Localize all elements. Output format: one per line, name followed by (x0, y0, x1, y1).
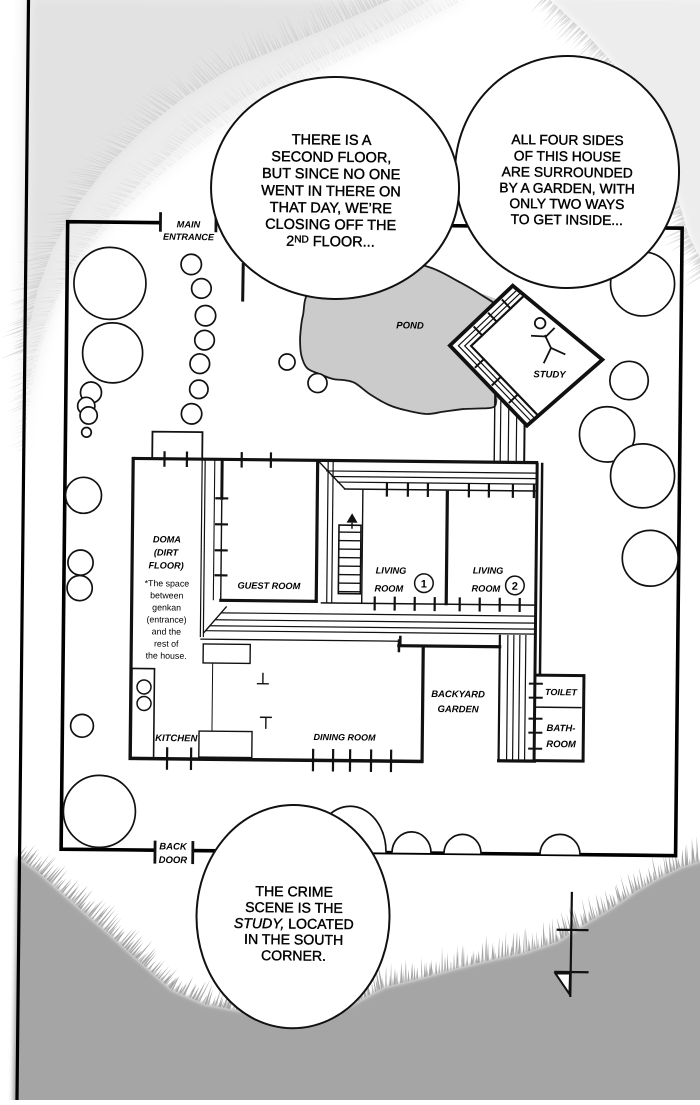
svg-text:LIVING: LIVING (376, 565, 407, 575)
svg-text:BUT SINCE NO ONE: BUT SINCE NO ONE (262, 166, 401, 183)
svg-text:CLOSING OFF THE: CLOSING OFF THE (265, 217, 397, 234)
svg-text:the house.: the house. (146, 650, 187, 660)
svg-text:(DIRT: (DIRT (154, 547, 180, 557)
svg-text:ROOM: ROOM (472, 583, 501, 593)
svg-text:DOOR: DOOR (159, 855, 188, 866)
svg-text:1: 1 (421, 578, 427, 590)
svg-text:WENT IN THERE ON: WENT IN THERE ON (261, 183, 401, 200)
svg-text:(entrance): (entrance) (146, 614, 186, 624)
svg-text:SCENE IS THE: SCENE IS THE (245, 899, 343, 916)
svg-text:and the: and the (152, 626, 182, 636)
svg-text:ROOM: ROOM (546, 739, 577, 750)
svg-text:2: 2 (512, 581, 518, 593)
svg-text:KITCHEN: KITCHEN (155, 733, 198, 744)
svg-text:CORNER.: CORNER. (261, 947, 326, 964)
svg-text:TOILET: TOILET (545, 687, 578, 697)
svg-text:ALL FOUR SIDES: ALL FOUR SIDES (511, 132, 623, 148)
svg-text:THE CRIME: THE CRIME (255, 883, 333, 900)
svg-text:STUDY, LOCATED: STUDY, LOCATED (234, 915, 354, 932)
svg-text:ARE SURROUNDED: ARE SURROUNDED (502, 164, 633, 180)
svg-text:MAIN: MAIN (177, 219, 201, 229)
svg-text:genkan: genkan (152, 602, 181, 612)
svg-text:rest of: rest of (154, 639, 179, 649)
svg-text:BY A GARDEN, WITH: BY A GARDEN, WITH (499, 180, 635, 196)
svg-text:OF THIS HOUSE: OF THIS HOUSE (514, 148, 621, 164)
svg-text:IN THE SOUTH: IN THE SOUTH (244, 931, 343, 948)
svg-text:THAT DAY, WE’RE: THAT DAY, WE’RE (270, 200, 393, 217)
svg-text:GUEST ROOM: GUEST ROOM (237, 581, 300, 592)
svg-text:LIVING: LIVING (473, 565, 504, 575)
svg-text:BATH-: BATH- (547, 723, 576, 734)
svg-text:ENTRANCE: ENTRANCE (163, 232, 215, 243)
svg-text:ONLY TWO WAYS: ONLY TWO WAYS (509, 196, 624, 212)
svg-text:POND: POND (396, 320, 424, 331)
svg-text:TO GET INSIDE...: TO GET INSIDE... (511, 212, 623, 228)
svg-text:DOMA: DOMA (153, 534, 181, 544)
svg-text:BACK: BACK (159, 841, 188, 852)
svg-text:STUDY: STUDY (533, 369, 567, 380)
svg-text:THERE IS A: THERE IS A (292, 132, 372, 149)
svg-text:ROOM: ROOM (375, 583, 404, 593)
svg-text:DINING ROOM: DINING ROOM (313, 732, 376, 743)
svg-text:between: between (150, 590, 183, 600)
svg-text:FLOOR): FLOOR) (148, 560, 183, 570)
svg-text:GARDEN: GARDEN (437, 704, 479, 715)
svg-text:BACKYARD: BACKYARD (431, 689, 485, 701)
svg-text:*The space: *The space (145, 578, 190, 588)
svg-text:SECOND FLOOR,: SECOND FLOOR, (271, 149, 391, 166)
